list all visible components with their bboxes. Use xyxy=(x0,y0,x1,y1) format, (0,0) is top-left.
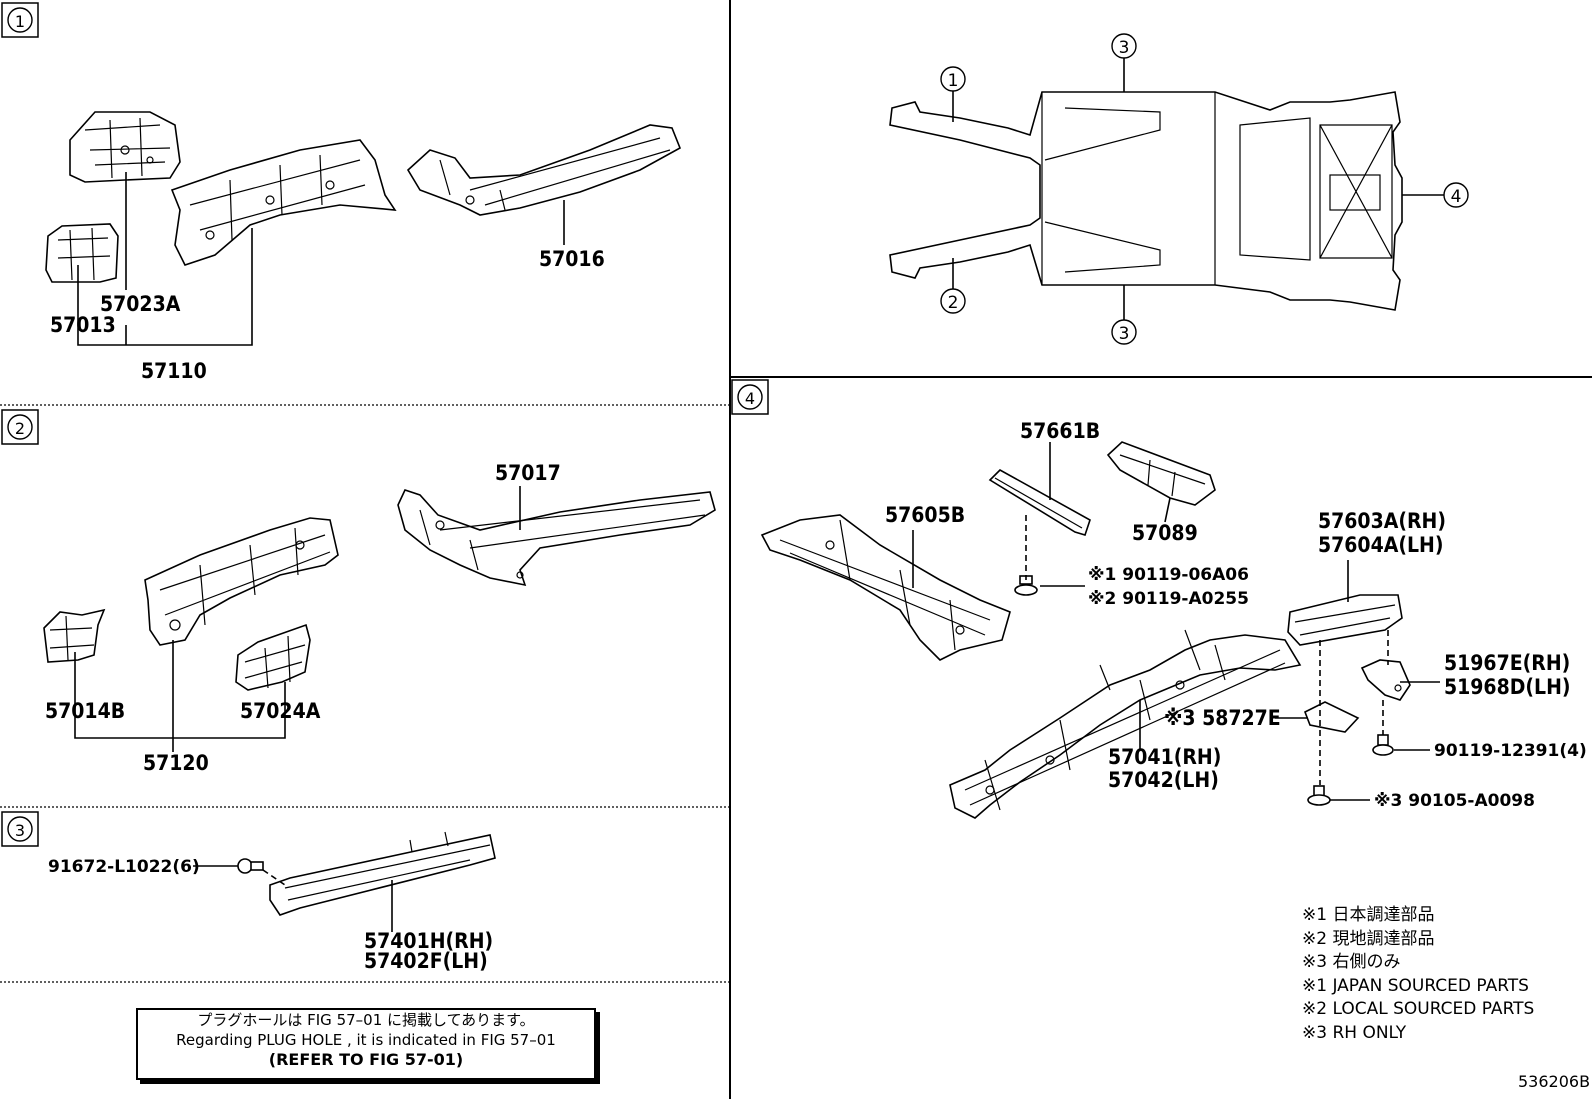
svg-text:3: 3 xyxy=(15,821,25,840)
section-4-marker: 4 xyxy=(731,379,769,415)
part-57661B-drawing xyxy=(988,469,1091,536)
bolt-90119-12391-drawing xyxy=(1372,734,1394,756)
section-3-marker: 3 xyxy=(1,811,39,847)
label-90119-12391: 90119-12391(4) xyxy=(1434,741,1587,761)
label-57603A: 57603A(RH) xyxy=(1318,509,1446,533)
underbody-overview xyxy=(889,91,1403,311)
label-57605B: 57605B xyxy=(885,503,965,527)
part-57110-drawing xyxy=(170,139,397,266)
part-57013-drawing xyxy=(45,223,119,283)
label-57661B: 57661B xyxy=(1020,419,1100,443)
bolt-90105-A0098-drawing xyxy=(1307,785,1331,806)
legend-item: ※1 日本調達部品 xyxy=(1302,905,1435,925)
overview-callout-3-top: 3 xyxy=(1111,33,1137,59)
label-57401H: 57401H(RH) xyxy=(364,929,493,953)
label-57041: 57041(RH) xyxy=(1108,745,1221,769)
label-90105-A0098: ※3 90105-A0098 xyxy=(1374,791,1535,811)
part-57041-drawing xyxy=(949,629,1302,819)
legend-item: ※3 RH ONLY xyxy=(1302,1022,1407,1043)
label-57016: 57016 xyxy=(539,247,605,271)
reference-note-en: Regarding PLUG HOLE , it is indicated in… xyxy=(176,1031,556,1049)
label-57042: 57042(LH) xyxy=(1108,768,1219,792)
label-57402F: 57402F(LH) xyxy=(364,949,488,973)
part-57016-drawing xyxy=(406,124,682,216)
legend-item: ※3 右側のみ xyxy=(1302,952,1401,972)
label-90119-A0255: ※2 90119-A0255 xyxy=(1088,589,1249,609)
legend-item: ※1 JAPAN SOURCED PARTS xyxy=(1302,975,1529,996)
label-57604A: 57604A(LH) xyxy=(1318,533,1443,557)
part-57603A-drawing xyxy=(1287,594,1403,646)
label-51968D: 51968D(LH) xyxy=(1444,675,1571,699)
part-91672-drawing xyxy=(237,858,264,874)
plug-hole-reference-note: プラグホールは FIG 57–01 に掲載してあります。 Regarding P… xyxy=(136,1008,596,1080)
footnote-legend: ※1 日本調達部品 ※2 現地調達部品 ※3 右側のみ ※1 JAPAN SOU… xyxy=(1302,904,1534,1045)
section-1-marker: 1 xyxy=(1,2,39,38)
label-58727E: ※3 58727E xyxy=(1164,706,1281,730)
label-57110: 57110 xyxy=(141,359,207,383)
part-51967E-drawing xyxy=(1360,659,1411,701)
part-57023A-drawing xyxy=(69,111,181,183)
overview-callout-2: 2 xyxy=(940,288,966,314)
label-57014B: 57014B xyxy=(45,699,125,723)
legend-item: ※2 LOCAL SOURCED PARTS xyxy=(1302,999,1535,1019)
part-58727E-drawing xyxy=(1303,701,1360,733)
label-51967E: 51967E(RH) xyxy=(1444,651,1570,675)
label-91672-L1022: 91672-L1022(6) xyxy=(48,857,200,877)
label-57089: 57089 xyxy=(1132,521,1198,545)
svg-text:4: 4 xyxy=(745,389,755,408)
label-57024A: 57024A xyxy=(240,699,321,723)
svg-text:2: 2 xyxy=(948,293,959,313)
part-57014B-drawing xyxy=(43,608,106,663)
part-57017-drawing xyxy=(397,489,716,587)
part-57089-drawing xyxy=(1106,441,1216,506)
svg-text:4: 4 xyxy=(1451,187,1462,207)
svg-text:2: 2 xyxy=(15,419,25,438)
part-57024A-drawing xyxy=(235,623,311,691)
legend-item: ※2 現地調達部品 xyxy=(1302,928,1435,949)
svg-text:3: 3 xyxy=(1119,324,1130,344)
part-57605B-drawing xyxy=(760,514,1011,661)
diagram-id: 536206B xyxy=(1518,1072,1591,1091)
overview-callout-4: 4 xyxy=(1443,182,1469,208)
svg-text:1: 1 xyxy=(948,71,959,91)
label-57023A: 57023A xyxy=(100,292,181,316)
reference-note-jp: プラグホールは FIG 57–01 に掲載してあります。 xyxy=(197,1011,535,1029)
svg-text:3: 3 xyxy=(1119,38,1130,58)
label-57013: 57013 xyxy=(50,313,116,337)
section-2-marker: 2 xyxy=(1,409,39,445)
svg-text:1: 1 xyxy=(15,12,25,31)
part-57401H-drawing xyxy=(269,831,496,916)
part-57120-drawing xyxy=(144,517,339,646)
reference-note-ref: (REFER TO FIG 57-01) xyxy=(268,1050,464,1069)
overview-callout-3-bottom: 3 xyxy=(1111,319,1137,345)
label-90119-06A06: ※1 90119-06A06 xyxy=(1088,565,1249,585)
label-57120: 57120 xyxy=(143,751,209,775)
overview-callout-1: 1 xyxy=(940,66,966,92)
label-57017: 57017 xyxy=(495,461,561,485)
